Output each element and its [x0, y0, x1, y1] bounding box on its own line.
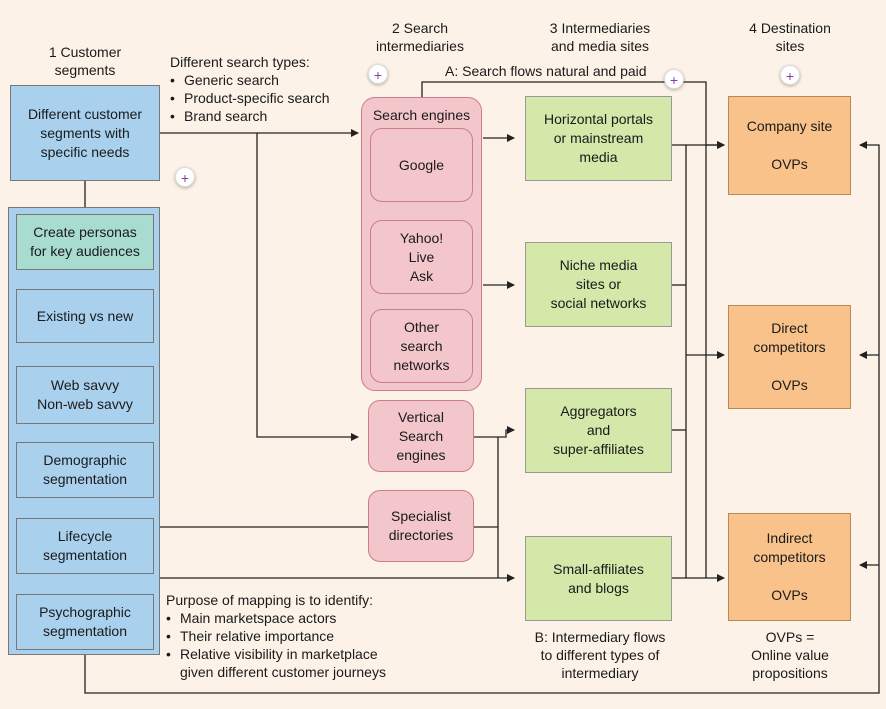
vertical-search-engines: Vertical Search engines [368, 400, 474, 472]
search-types-title: Different search types: [170, 54, 310, 70]
purpose-title: Purpose of mapping is to identify: [166, 592, 374, 608]
search-types-list: Generic search Product-specific search B… [170, 71, 330, 125]
segment-web-savvy: Web savvy Non-web savvy [16, 366, 154, 424]
intermediary-horizontal-portals: Horizontal portals or mainstream media [525, 96, 672, 181]
search-type-item: Brand search [170, 107, 330, 125]
plus-hotspot-search-flows[interactable]: + [664, 69, 684, 89]
intermediary-aggregators: Aggregators and super-affiliates [525, 388, 672, 473]
search-engines-title: Search engines [372, 107, 471, 123]
arrow-to-vertical-search [256, 133, 359, 441]
header-intermediaries-media: 3 Intermediaries and media sites [549, 20, 651, 54]
segment-demographic: Demographic segmentation [16, 442, 154, 498]
segment-psychographic: Psychographic segmentation [16, 594, 154, 650]
arrow-bottom-return [84, 141, 880, 694]
destination-indirect-competitors: Indirect competitors OVPs [728, 513, 851, 621]
segments-panel [8, 207, 160, 655]
purpose-list: Main marketspace actors Their relative i… [166, 609, 386, 681]
plus-hotspot-destination-sites[interactable]: + [780, 65, 800, 85]
purpose-item: Main marketspace actors [166, 609, 386, 627]
arrow-to-aggregators [498, 426, 515, 438]
segment-lifecycle: Lifecycle segmentation [16, 518, 154, 574]
header-customer-segments: 1 Customer segments [48, 44, 122, 78]
search-type-item: Generic search [170, 71, 330, 89]
plus-hotspot-search-intermediaries[interactable]: + [368, 64, 388, 84]
intermediary-small-affiliates: Small-affiliates and blogs [525, 536, 672, 621]
destination-company-site: Company site OVPs [728, 96, 851, 195]
header-destination-sites: 4 Destination sites [749, 20, 831, 54]
engine-other-networks: Other search networks [370, 309, 473, 383]
purpose-item: Their relative importance [166, 627, 386, 645]
destination-direct-competitors: Direct competitors OVPs [728, 305, 851, 409]
flow-a-label: A: Search flows natural and paid [445, 63, 647, 79]
personas-box: Create personas for key audiences [16, 214, 154, 270]
search-type-item: Product-specific search [170, 89, 330, 107]
ovp-definition: OVPs = Online value propositions [751, 629, 829, 681]
specialist-directories: Specialist directories [368, 490, 474, 562]
flow-b-label: B: Intermediary flows to different types… [534, 629, 666, 681]
engine-yahoo-live-ask: Yahoo! Live Ask [370, 220, 473, 294]
purpose-item: Relative visibility in marketplace given… [166, 645, 386, 681]
segment-existing-vs-new: Existing vs new [16, 289, 154, 343]
engine-google: Google [370, 128, 473, 202]
intermediary-niche-media: Niche media sites or social networks [525, 242, 672, 327]
segments-main-box: Different customer segments with specifi… [10, 85, 160, 181]
line-bus-intermediaries [672, 144, 687, 579]
header-search-intermediaries: 2 Search intermediaries [376, 20, 464, 54]
plus-hotspot-customer-segments[interactable]: + [175, 167, 195, 187]
